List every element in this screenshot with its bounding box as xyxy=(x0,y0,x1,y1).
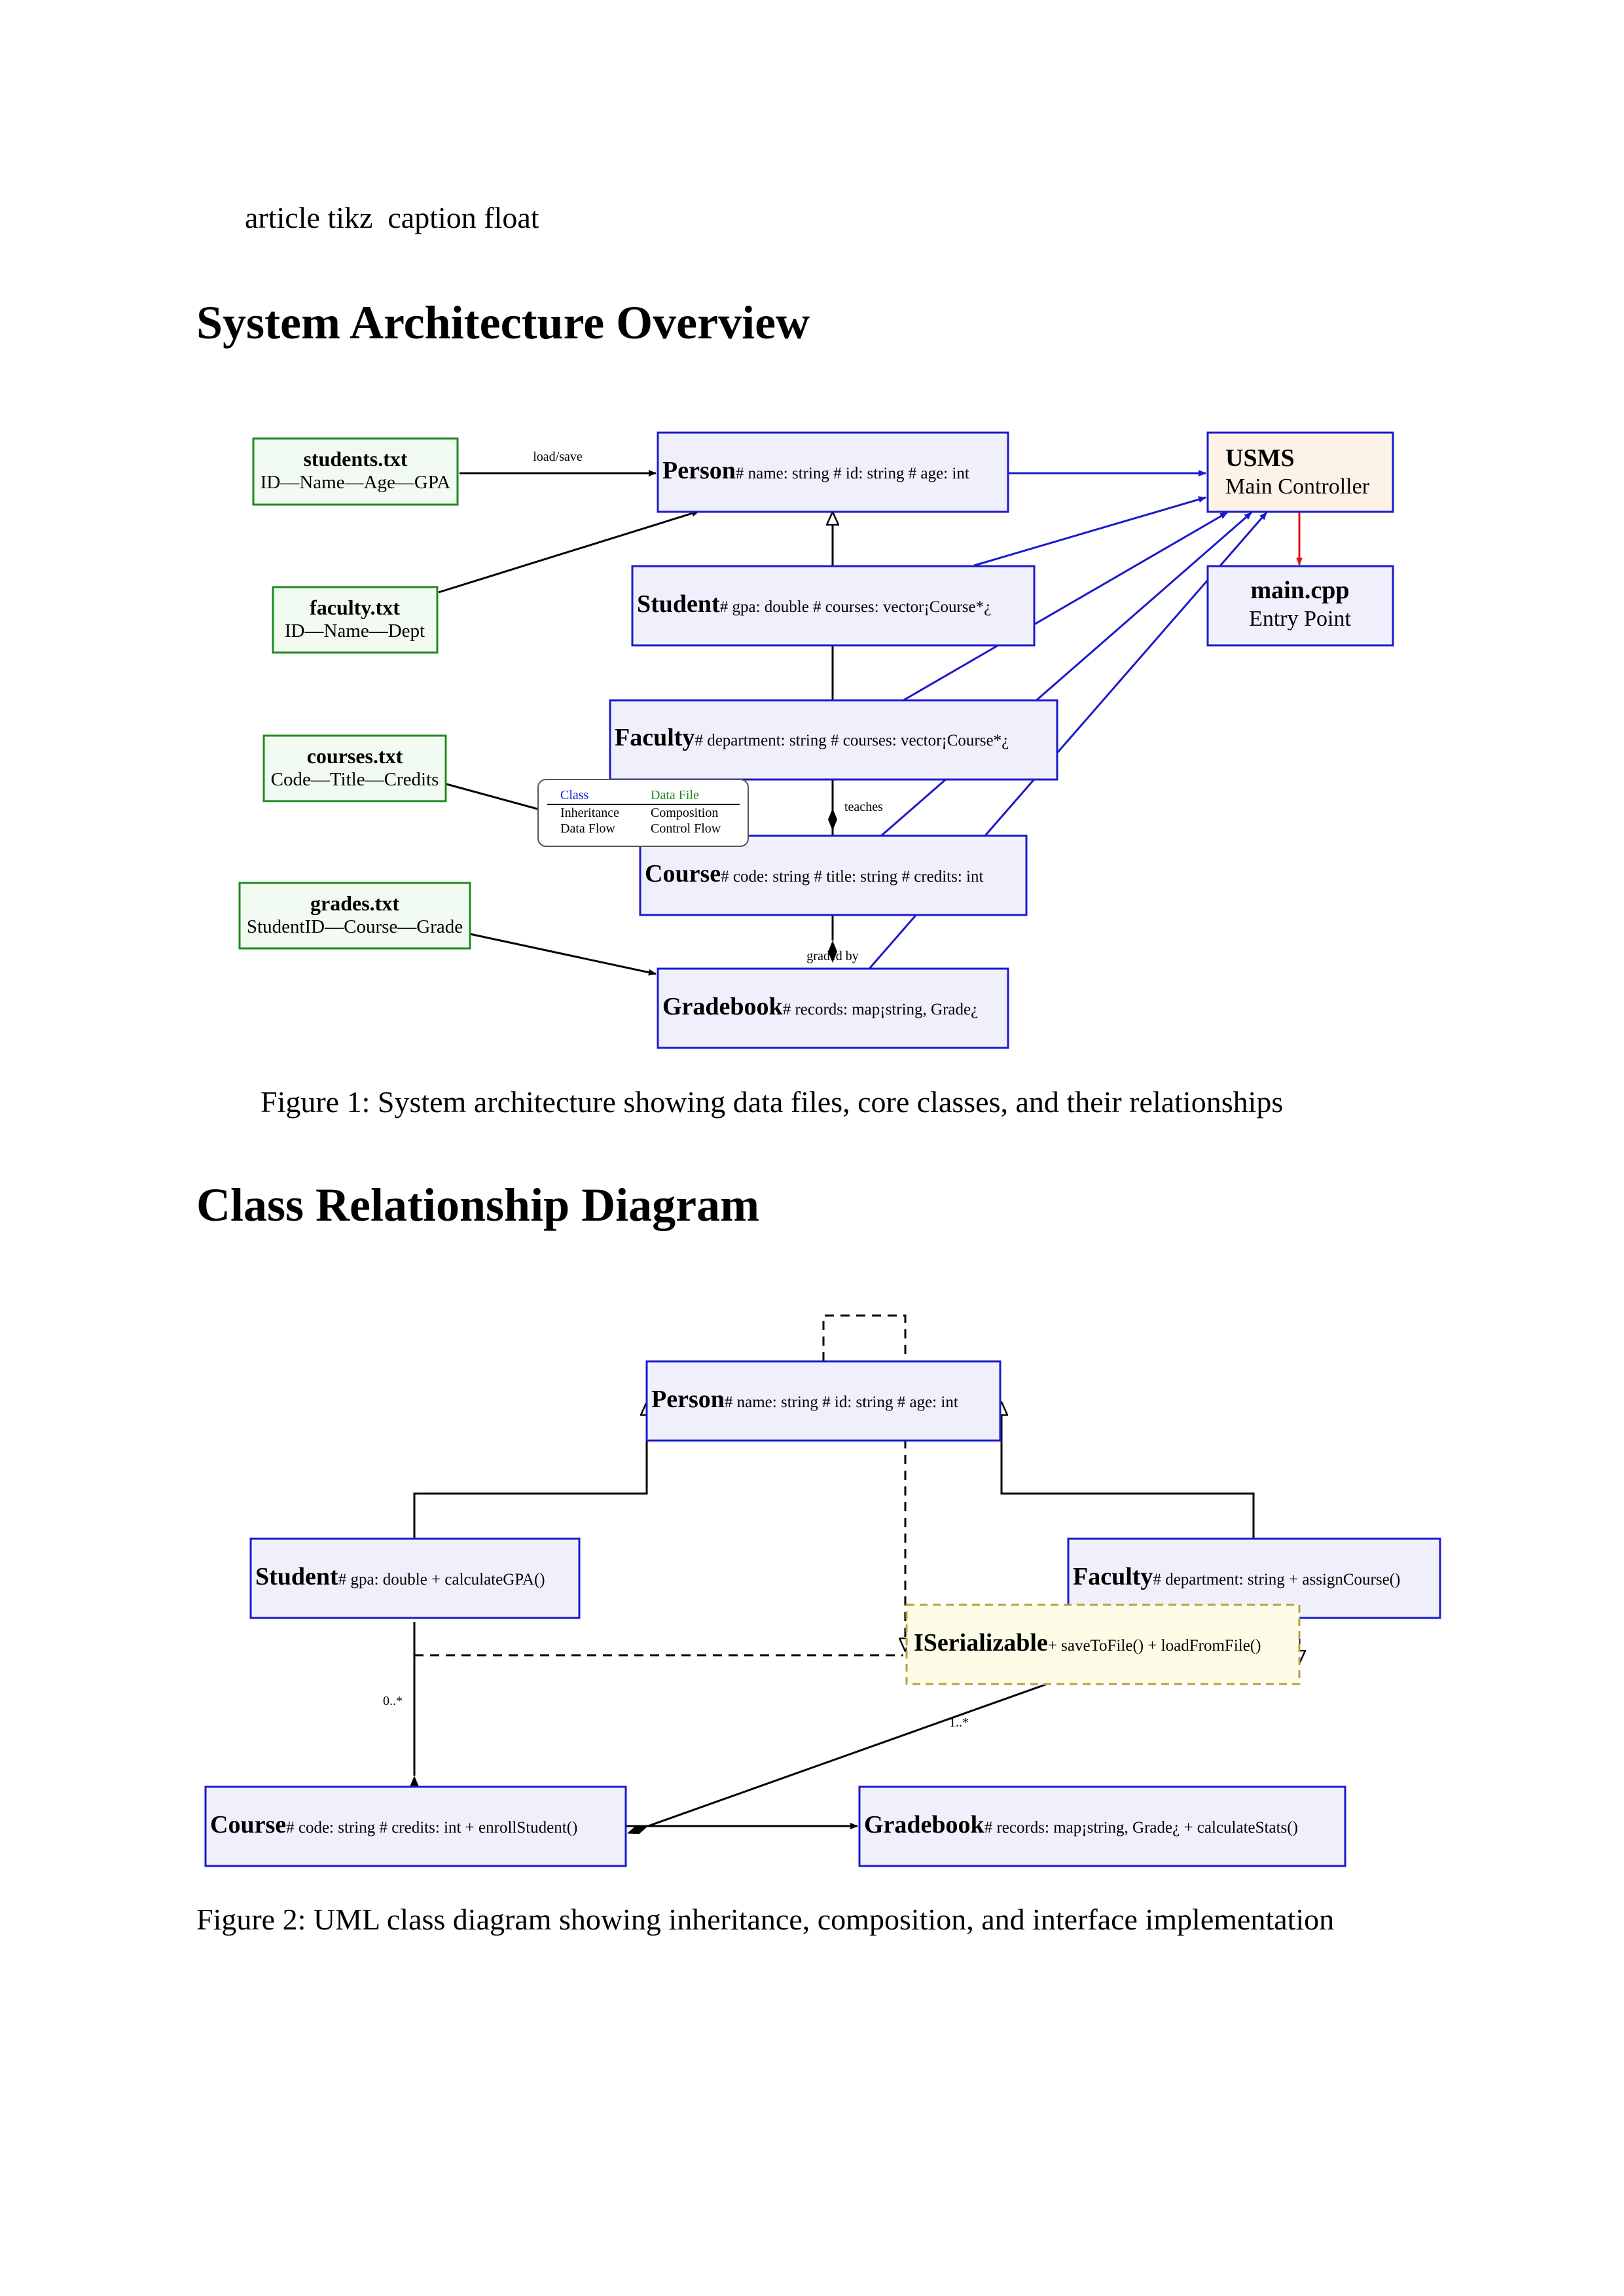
class-label: Student# gpa: double + calculateGPA() xyxy=(255,1563,545,1590)
file-fields: StudentID—Course—Grade xyxy=(247,916,463,937)
main-subtitle: Entry Point xyxy=(1249,607,1351,631)
figure1-caption: Figure 1: System architecture showing da… xyxy=(261,1085,1284,1119)
architecture-diagram: load/save enrolls teaches graded by stud… xyxy=(238,431,1394,1049)
edge-course-usms xyxy=(880,511,1252,838)
edge-label-load-save: load/save xyxy=(533,450,583,464)
edge-student-usms xyxy=(973,496,1206,567)
class-attributes: # gpa: double + calculateGPA() xyxy=(338,1571,545,1588)
class-attributes: # code: string # title: string # credits… xyxy=(721,868,983,886)
file-node-students: students.txt ID—Name—Age—GPA xyxy=(252,437,459,506)
class-label: Student# gpa: double # courses: vector¡C… xyxy=(637,590,991,618)
usms-name: USMS xyxy=(1225,444,1295,472)
class-attributes: # department: string # courses: vector¡C… xyxy=(695,732,1009,749)
edge-label-teaches: teaches xyxy=(844,800,883,814)
class-attributes: # records: map¡string, Grade¿ + calculat… xyxy=(984,1819,1298,1837)
legend-class: Class xyxy=(560,788,589,802)
edge-student-inherits-person xyxy=(413,1402,647,1539)
uml-class-person: Person# name: string # id: string # age:… xyxy=(645,1360,1001,1442)
legend-data-flow: Data Flow xyxy=(560,821,615,836)
edge-person-realizes-interface xyxy=(822,1314,905,1651)
node-usms-controller: USMS Main Controller xyxy=(1206,431,1394,513)
usms-subtitle: Main Controller xyxy=(1225,475,1370,499)
node-main-entry: main.cpp Entry Point xyxy=(1206,565,1394,647)
class-label: Faculty# department: string + assignCour… xyxy=(1073,1563,1400,1590)
class-label: Faculty# department: string # courses: v… xyxy=(615,724,1009,751)
class-attributes: + saveToFile() + loadFromFile() xyxy=(1048,1637,1261,1655)
multiplicity-student-course: 0..* xyxy=(383,1694,403,1708)
class-node-person: Person# name: string # id: string # age:… xyxy=(657,431,1009,513)
class-node-gradebook: Gradebook# records: map¡string, Grade¿ xyxy=(657,967,1009,1049)
class-name: Course xyxy=(210,1811,286,1839)
class-label: Gradebook# records: map¡string, Grade¿ xyxy=(662,993,978,1020)
class-label: Person# name: string # id: string # age:… xyxy=(662,457,969,484)
legend-inheritance: Inheritance xyxy=(560,806,619,820)
file-fields: ID—Name—Dept xyxy=(285,620,425,641)
edge-faculty-usms xyxy=(903,511,1228,702)
file-name: faculty.txt xyxy=(310,596,400,619)
file-name: courses.txt xyxy=(307,744,403,768)
document-preamble: article tikz caption float xyxy=(245,201,539,234)
class-attributes: # code: string # credits: int + enrollSt… xyxy=(286,1819,577,1837)
multiplicity-faculty-course: 1..* xyxy=(949,1715,969,1730)
file-fields: Code—Title—Credits xyxy=(271,769,439,790)
figure2-caption: Figure 2: UML class diagram showing inhe… xyxy=(196,1903,1335,1936)
legend-control-flow: Control Flow xyxy=(651,821,721,836)
class-name: Faculty xyxy=(615,724,695,751)
class-node-student: Student# gpa: double # courses: vector¡C… xyxy=(631,565,1036,647)
section-title-architecture: System Architecture Overview xyxy=(196,296,810,349)
edge-faculty-inherits-person xyxy=(1001,1402,1255,1539)
edge-grades-gradebook xyxy=(469,933,657,976)
class-name: Gradebook xyxy=(864,1811,985,1839)
class-name: Student xyxy=(255,1563,338,1590)
main-name: main.cpp xyxy=(1251,577,1350,604)
class-name: Student xyxy=(637,590,720,618)
class-name: Person xyxy=(651,1386,725,1413)
class-node-course: Course# code: string # title: string # c… xyxy=(639,834,1028,916)
file-fields: ID—Name—Age—GPA xyxy=(261,472,451,493)
class-name: Faculty xyxy=(1073,1563,1153,1590)
class-label: ISerializable+ saveToFile() + loadFromFi… xyxy=(914,1629,1261,1657)
file-node-grades: grades.txt StudentID—Course—Grade xyxy=(238,882,471,950)
file-node-courses: courses.txt Code—Title—Credits xyxy=(262,734,447,802)
class-relationship-diagram: 0..* 1..* grades Person# name: string # … xyxy=(204,1314,1441,1867)
file-node-faculty: faculty.txt ID—Name—Dept xyxy=(272,586,439,654)
legend-composition: Composition xyxy=(651,806,718,820)
uml-class-course: Course# code: string # credits: int + en… xyxy=(204,1785,627,1867)
class-name: Course xyxy=(645,860,721,888)
class-label: Course# code: string # title: string # c… xyxy=(645,860,983,888)
uml-interface-iserializable: ISerializable+ saveToFile() + loadFromFi… xyxy=(905,1604,1301,1685)
section-title-class-relationship: Class Relationship Diagram xyxy=(196,1179,760,1231)
uml-class-gradebook: Gradebook# records: map¡string, Grade¿ +… xyxy=(858,1785,1346,1867)
class-attributes: # name: string # id: string # age: int xyxy=(736,465,969,482)
uml-class-student: Student# gpa: double + calculateGPA() xyxy=(249,1537,581,1619)
class-label: Gradebook# records: map¡string, Grade¿ +… xyxy=(864,1811,1298,1839)
legend-data-file: Data File xyxy=(651,788,699,802)
edge-label-graded-by: graded by xyxy=(806,949,858,963)
class-attributes: # records: map¡string, Grade¿ xyxy=(783,1001,979,1018)
class-name: ISerializable xyxy=(914,1629,1048,1657)
edge-faculty-person xyxy=(438,510,700,594)
class-label: Person# name: string # id: string # age:… xyxy=(651,1386,958,1413)
class-node-faculty: Faculty# department: string # courses: v… xyxy=(609,699,1058,781)
class-name: Person xyxy=(662,457,736,484)
file-name: students.txt xyxy=(303,447,407,471)
class-name: Gradebook xyxy=(662,993,784,1020)
class-attributes: # gpa: double # courses: vector¡Course*¿ xyxy=(720,598,991,616)
class-label: Course# code: string # credits: int + en… xyxy=(210,1811,577,1839)
class-attributes: # department: string + assignCourse() xyxy=(1153,1571,1400,1588)
figure1-legend: Class Data File Inheritance Composition … xyxy=(537,779,749,847)
file-name: grades.txt xyxy=(310,891,399,915)
class-attributes: # name: string # id: string # age: int xyxy=(725,1393,958,1411)
